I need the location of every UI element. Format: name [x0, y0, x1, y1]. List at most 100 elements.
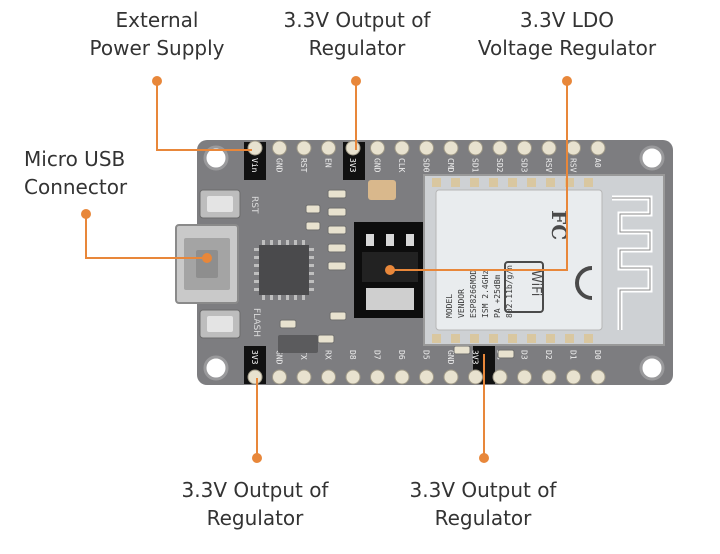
bottom-pin-labels: 3V3GNDTXRXD8D7D6D5GND3V3D4D3D2D1D0	[250, 350, 602, 365]
module-castellation	[565, 178, 574, 187]
top-pin-label: 3V3	[348, 158, 357, 173]
bottom-pin-d5	[419, 369, 434, 385]
bottom-pin-label: D3	[520, 350, 529, 360]
callout-regulator-output-bottom-right: 3.3V Output of Regulator	[388, 476, 578, 532]
top-pin-label: GND	[275, 158, 284, 173]
top-pin-sd0	[419, 140, 434, 156]
top-pin-en	[321, 140, 336, 156]
leader-line-external-power	[156, 81, 252, 151]
pcb-antenna-icon	[612, 197, 651, 330]
status-led	[368, 180, 396, 200]
bottom-pin-label: D7	[373, 350, 382, 360]
wifi-logo-frame	[504, 261, 544, 313]
callout-line: Regulator	[308, 36, 406, 60]
mounting-hole	[203, 355, 229, 381]
module-castellation	[565, 334, 574, 343]
passive-components	[279, 189, 515, 359]
mounting-hole	[639, 355, 665, 381]
callout-line: 3.3V LDO	[519, 8, 615, 32]
module-text-line: ESP8266MOD	[469, 270, 478, 318]
mounting-hole	[203, 145, 229, 171]
top-pin-label: GND	[373, 158, 382, 173]
leader-dot	[385, 265, 395, 275]
module-castellations	[432, 178, 593, 343]
module-castellation	[489, 178, 498, 187]
top-pin-header	[247, 140, 606, 156]
top-pin-label: A0	[593, 158, 602, 168]
callout-line: Power Supply	[89, 36, 225, 60]
module-text-line: 802.11b/g/n	[505, 265, 514, 318]
callout-line: 3.3V Output of	[283, 8, 431, 32]
top-pin-label: RSV	[569, 158, 578, 173]
top-pin-gnd	[370, 140, 385, 156]
callout-regulator-output-bottom-left: 3.3V Output of Regulator	[160, 476, 350, 532]
top-pin-label: RST	[299, 158, 308, 173]
bottom-pin-d6	[394, 369, 410, 385]
ldo-regulator-tab	[366, 288, 414, 310]
module-castellation	[451, 178, 460, 187]
top-pin-cmd	[443, 140, 459, 156]
module-castellation	[546, 334, 555, 343]
leader-dot	[202, 253, 212, 263]
leader-dot	[351, 76, 361, 86]
callout-line: Micro USB	[24, 147, 126, 171]
ce-logo-icon	[575, 266, 593, 300]
module-castellation	[508, 334, 517, 343]
leader-line-ldo	[390, 81, 568, 271]
ldo-regulator-pin	[406, 234, 414, 246]
leader-dot	[562, 76, 572, 86]
ldo-regulator-pin	[366, 234, 374, 246]
module-castellation	[546, 178, 555, 187]
callout-regulator-output-top: 3.3V Output of Regulator	[262, 6, 452, 62]
bottom-pin-label: TX	[299, 350, 308, 360]
bottom-pin-label: 3V3	[250, 350, 259, 365]
module-text-line: VENDOR	[457, 289, 466, 318]
module-label-text: MODEL VENDOR ESP8266MOD ISM 2.4GHz PA +2…	[445, 265, 514, 318]
top-pin-sd2	[492, 140, 508, 156]
bottom-pin-label: D6	[397, 350, 406, 360]
top-pin-label: EN	[324, 158, 333, 168]
bottom-pin-rx	[321, 369, 336, 385]
bottom-pin-3v3	[247, 369, 263, 385]
module-castellation	[527, 334, 536, 343]
callout-external-power-supply: External Power Supply	[72, 6, 242, 62]
callout-line: Regulator	[434, 506, 532, 530]
module-text-line: PA +25dBm	[493, 274, 502, 318]
callout-line: 3.3V Output of	[181, 478, 329, 502]
top-pin-gnd	[272, 140, 287, 156]
bottom-pin-3v3	[468, 369, 483, 385]
bottom-pin-gnd	[272, 369, 287, 385]
module-text-line: MODEL	[445, 294, 454, 318]
top-pin-label: RSV	[544, 158, 553, 173]
bottom-pin-label: D2	[544, 350, 553, 360]
flash-silk-label: FLASH	[251, 308, 261, 337]
bottom-pin-d3	[517, 369, 532, 385]
module-castellation	[584, 334, 593, 343]
top-pin-label: CLK	[397, 158, 406, 173]
callout-line: Connector	[24, 175, 128, 199]
module-castellation	[470, 178, 479, 187]
top-pin-a0	[590, 140, 606, 156]
bottom-pin-d1	[566, 369, 581, 385]
rst-button-cap	[207, 196, 233, 212]
ldo-regulator-pin	[386, 234, 394, 246]
esp8266-shield	[435, 189, 603, 331]
module-castellation	[584, 178, 593, 187]
top-pin-label: CMD	[446, 158, 455, 173]
top-pin-rsv	[541, 140, 557, 156]
module-castellation	[470, 334, 479, 343]
module-castellation	[451, 334, 460, 343]
module-castellation	[527, 178, 536, 187]
leader-dot	[152, 76, 162, 86]
bottom-pin-d7	[370, 369, 385, 385]
bottom-pin-header	[247, 369, 606, 385]
leader-lines	[85, 81, 568, 458]
leader-dot	[81, 209, 91, 219]
callout-ldo-voltage-regulator: 3.3V LDO Voltage Regulator	[462, 6, 672, 62]
module-castellation	[489, 334, 498, 343]
bottom-pin-label: GND	[275, 350, 284, 365]
module-text-line: ISM 2.4GHz	[481, 270, 490, 318]
leader-dot	[252, 453, 262, 463]
